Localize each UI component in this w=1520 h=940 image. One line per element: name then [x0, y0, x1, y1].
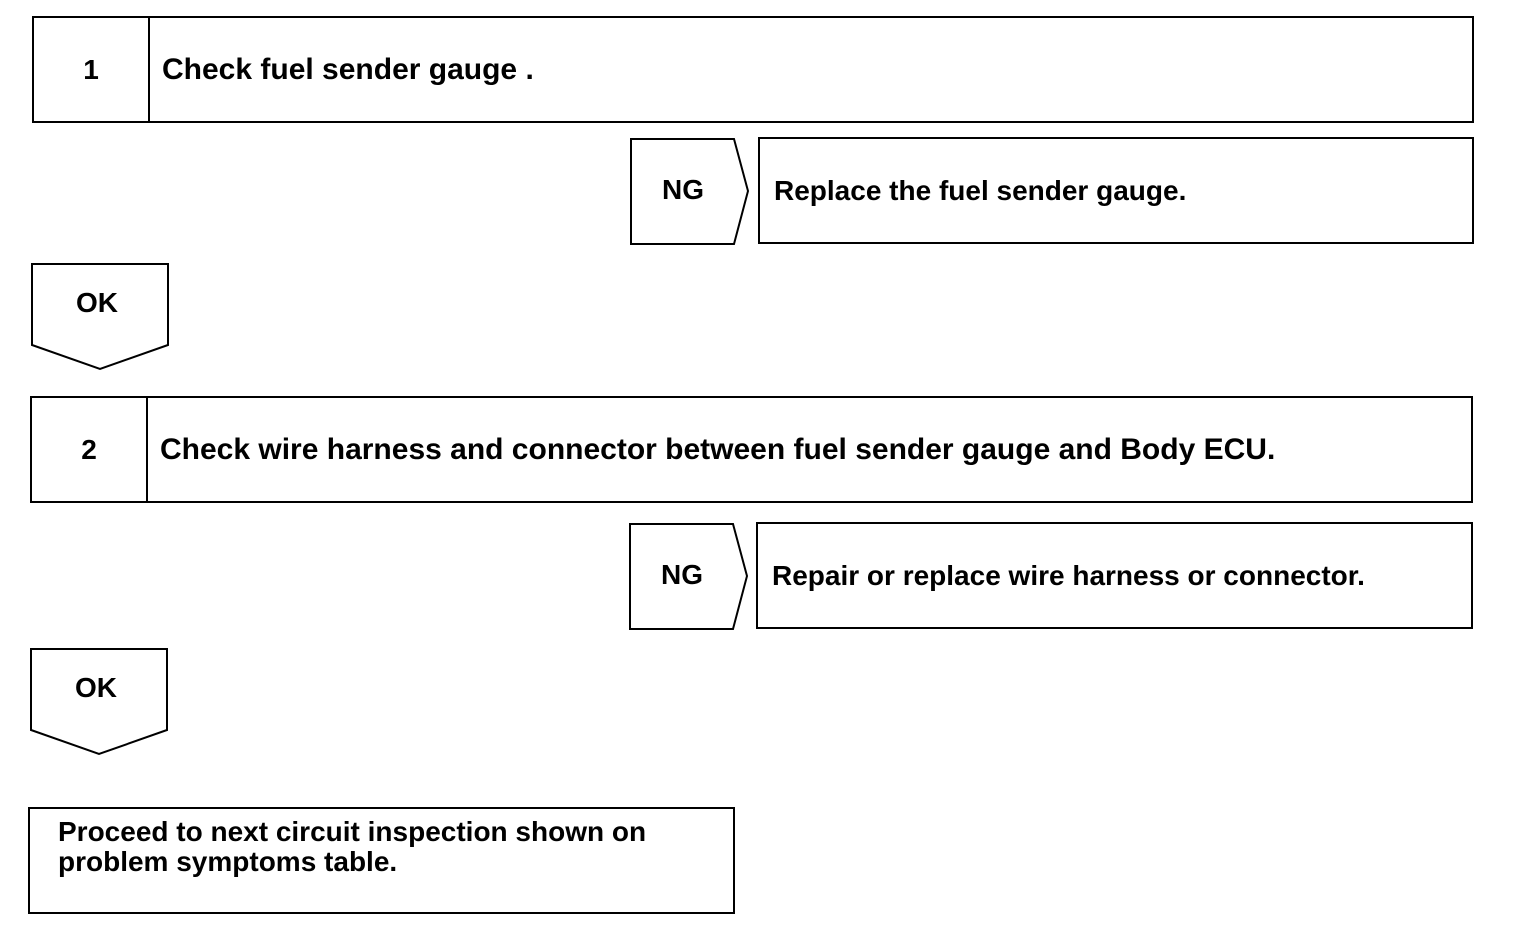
- step-1-number: 1: [34, 18, 150, 121]
- ng-arrow-2: [629, 523, 749, 630]
- final-text-line-1: Proceed to next circuit inspection shown…: [58, 816, 647, 847]
- ng-action-1-box: Replace the fuel sender gauge.: [758, 137, 1474, 244]
- step-2-box: 2 Check wire harness and connector betwe…: [30, 396, 1473, 503]
- ng-arrow-1: [630, 138, 750, 245]
- step-2-text: Check wire harness and connector between…: [160, 432, 1276, 466]
- ok-label-1: OK: [76, 287, 118, 318]
- final-text-line-2: problem symptoms table.: [58, 846, 398, 877]
- step-1-box: 1 Check fuel sender gauge .: [32, 16, 1474, 123]
- step-2-number: 2: [32, 398, 148, 501]
- ng-label-2: NG: [661, 559, 703, 590]
- ng-label-1: NG: [662, 174, 704, 205]
- ok-arrow-1: [31, 263, 169, 371]
- final-box: Proceed to next circuit inspection shown…: [28, 807, 735, 914]
- ok-label-2: OK: [75, 672, 117, 703]
- ng-action-1-text: Replace the fuel sender gauge.: [774, 174, 1187, 206]
- step-1-text: Check fuel sender gauge .: [162, 52, 534, 86]
- ng-action-2-box: Repair or replace wire harness or connec…: [756, 522, 1473, 629]
- ng-action-2-text: Repair or replace wire harness or connec…: [772, 559, 1365, 591]
- ok-arrow-2: [30, 648, 168, 756]
